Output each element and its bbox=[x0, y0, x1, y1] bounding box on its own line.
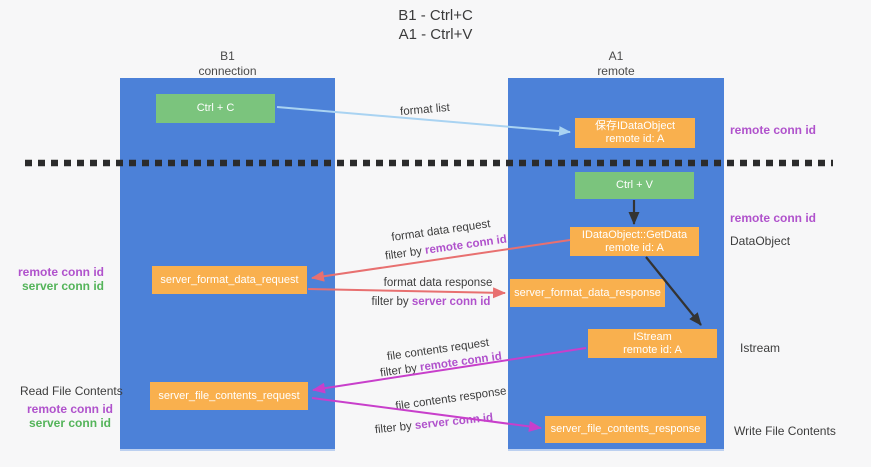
node-save-idataobject-line1: 保存IDataObject bbox=[594, 120, 676, 132]
node-server-file-contents-response: server_file_contents_response bbox=[545, 416, 706, 443]
edge-label-format-data-response: format data response bbox=[383, 277, 493, 289]
node-ctrl-v: Ctrl + V bbox=[575, 172, 694, 199]
lifeline-a1-name: A1 bbox=[608, 49, 624, 63]
annotation-remote-conn-id-mid: remote conn id bbox=[730, 211, 817, 225]
node-server-file-contents-request-label: server_file_contents_request bbox=[158, 389, 300, 402]
node-server-format-data-response-label: server_format_data_response bbox=[514, 286, 661, 299]
node-idataobject-getdata: IDataObject::GetData remote id: A bbox=[570, 227, 699, 256]
annotation-istream: Istream bbox=[740, 341, 781, 355]
node-ctrl-v-label: Ctrl + V bbox=[616, 179, 653, 191]
node-server-file-contents-request: server_file_contents_request bbox=[150, 382, 308, 410]
lifeline-header-a1: A1 remote bbox=[508, 49, 724, 79]
annotation-left-remote-conn-id-mid: remote conn id bbox=[17, 265, 104, 279]
node-istream: IStream remote id: A bbox=[588, 329, 717, 358]
lifeline-b1-role: connection bbox=[198, 64, 257, 78]
node-ctrl-c-label: Ctrl + C bbox=[196, 102, 235, 114]
server-conn-id-text: server conn id bbox=[411, 296, 491, 308]
node-server-format-data-request-label: server_format_data_request bbox=[160, 273, 299, 286]
node-ctrl-c: Ctrl + C bbox=[156, 94, 275, 123]
node-server-file-contents-response-label: server_file_contents_response bbox=[550, 423, 701, 435]
node-server-format-data-response: server_format_data_response bbox=[510, 279, 665, 307]
arrow-format-data-response bbox=[307, 287, 506, 299]
node-istream-line2: remote id: A bbox=[623, 343, 682, 356]
diagram-title-line1: B1 - Ctrl+C bbox=[398, 7, 473, 24]
node-idataobject-getdata-line1: IDataObject::GetData bbox=[581, 228, 688, 241]
server-conn-id-text: server conn id bbox=[414, 411, 494, 432]
annotation-dataobject: DataObject bbox=[730, 234, 791, 248]
lifeline-header-b1: B1 connection bbox=[120, 49, 335, 79]
annotation-left-server-conn-id-bottom: server conn id bbox=[28, 416, 112, 430]
lifeline-b1-name: B1 bbox=[220, 49, 235, 63]
annotation-left-remote-conn-id-bottom: remote conn id bbox=[26, 402, 113, 416]
filter-by-text: filter by bbox=[384, 244, 426, 263]
annotation-read-file-contents: Read File Contents bbox=[20, 384, 123, 398]
edge-label-file-contents-response: file contents response bbox=[394, 385, 508, 413]
annotation-write-file-contents: Write File Contents bbox=[734, 424, 836, 438]
node-istream-line1: IStream bbox=[633, 330, 672, 343]
node-server-format-data-request: server_format_data_request bbox=[152, 266, 307, 294]
filter-by-text: filter by bbox=[374, 420, 416, 437]
annotation-left-server-conn-id-mid: server conn id bbox=[21, 279, 104, 293]
node-save-idataobject: 保存IDataObject remote id: A bbox=[575, 118, 695, 148]
node-idataobject-getdata-line2: remote id: A bbox=[605, 241, 664, 254]
lifeline-a1-role: remote bbox=[597, 64, 635, 78]
edge-label-filter-server-2: filter by server conn id bbox=[374, 412, 493, 436]
diagram-title-line2: A1 - Ctrl+V bbox=[398, 26, 473, 43]
edge-label-format-list: format list bbox=[399, 101, 451, 119]
annotation-remote-conn-id-top: remote conn id bbox=[730, 123, 817, 137]
node-save-idataobject-line2: remote id: A bbox=[605, 133, 665, 145]
filter-by-text: filter by bbox=[379, 361, 421, 380]
filter-by-text: filter by bbox=[371, 296, 412, 308]
edge-label-filter-server-1: filter by server conn id bbox=[372, 296, 491, 308]
